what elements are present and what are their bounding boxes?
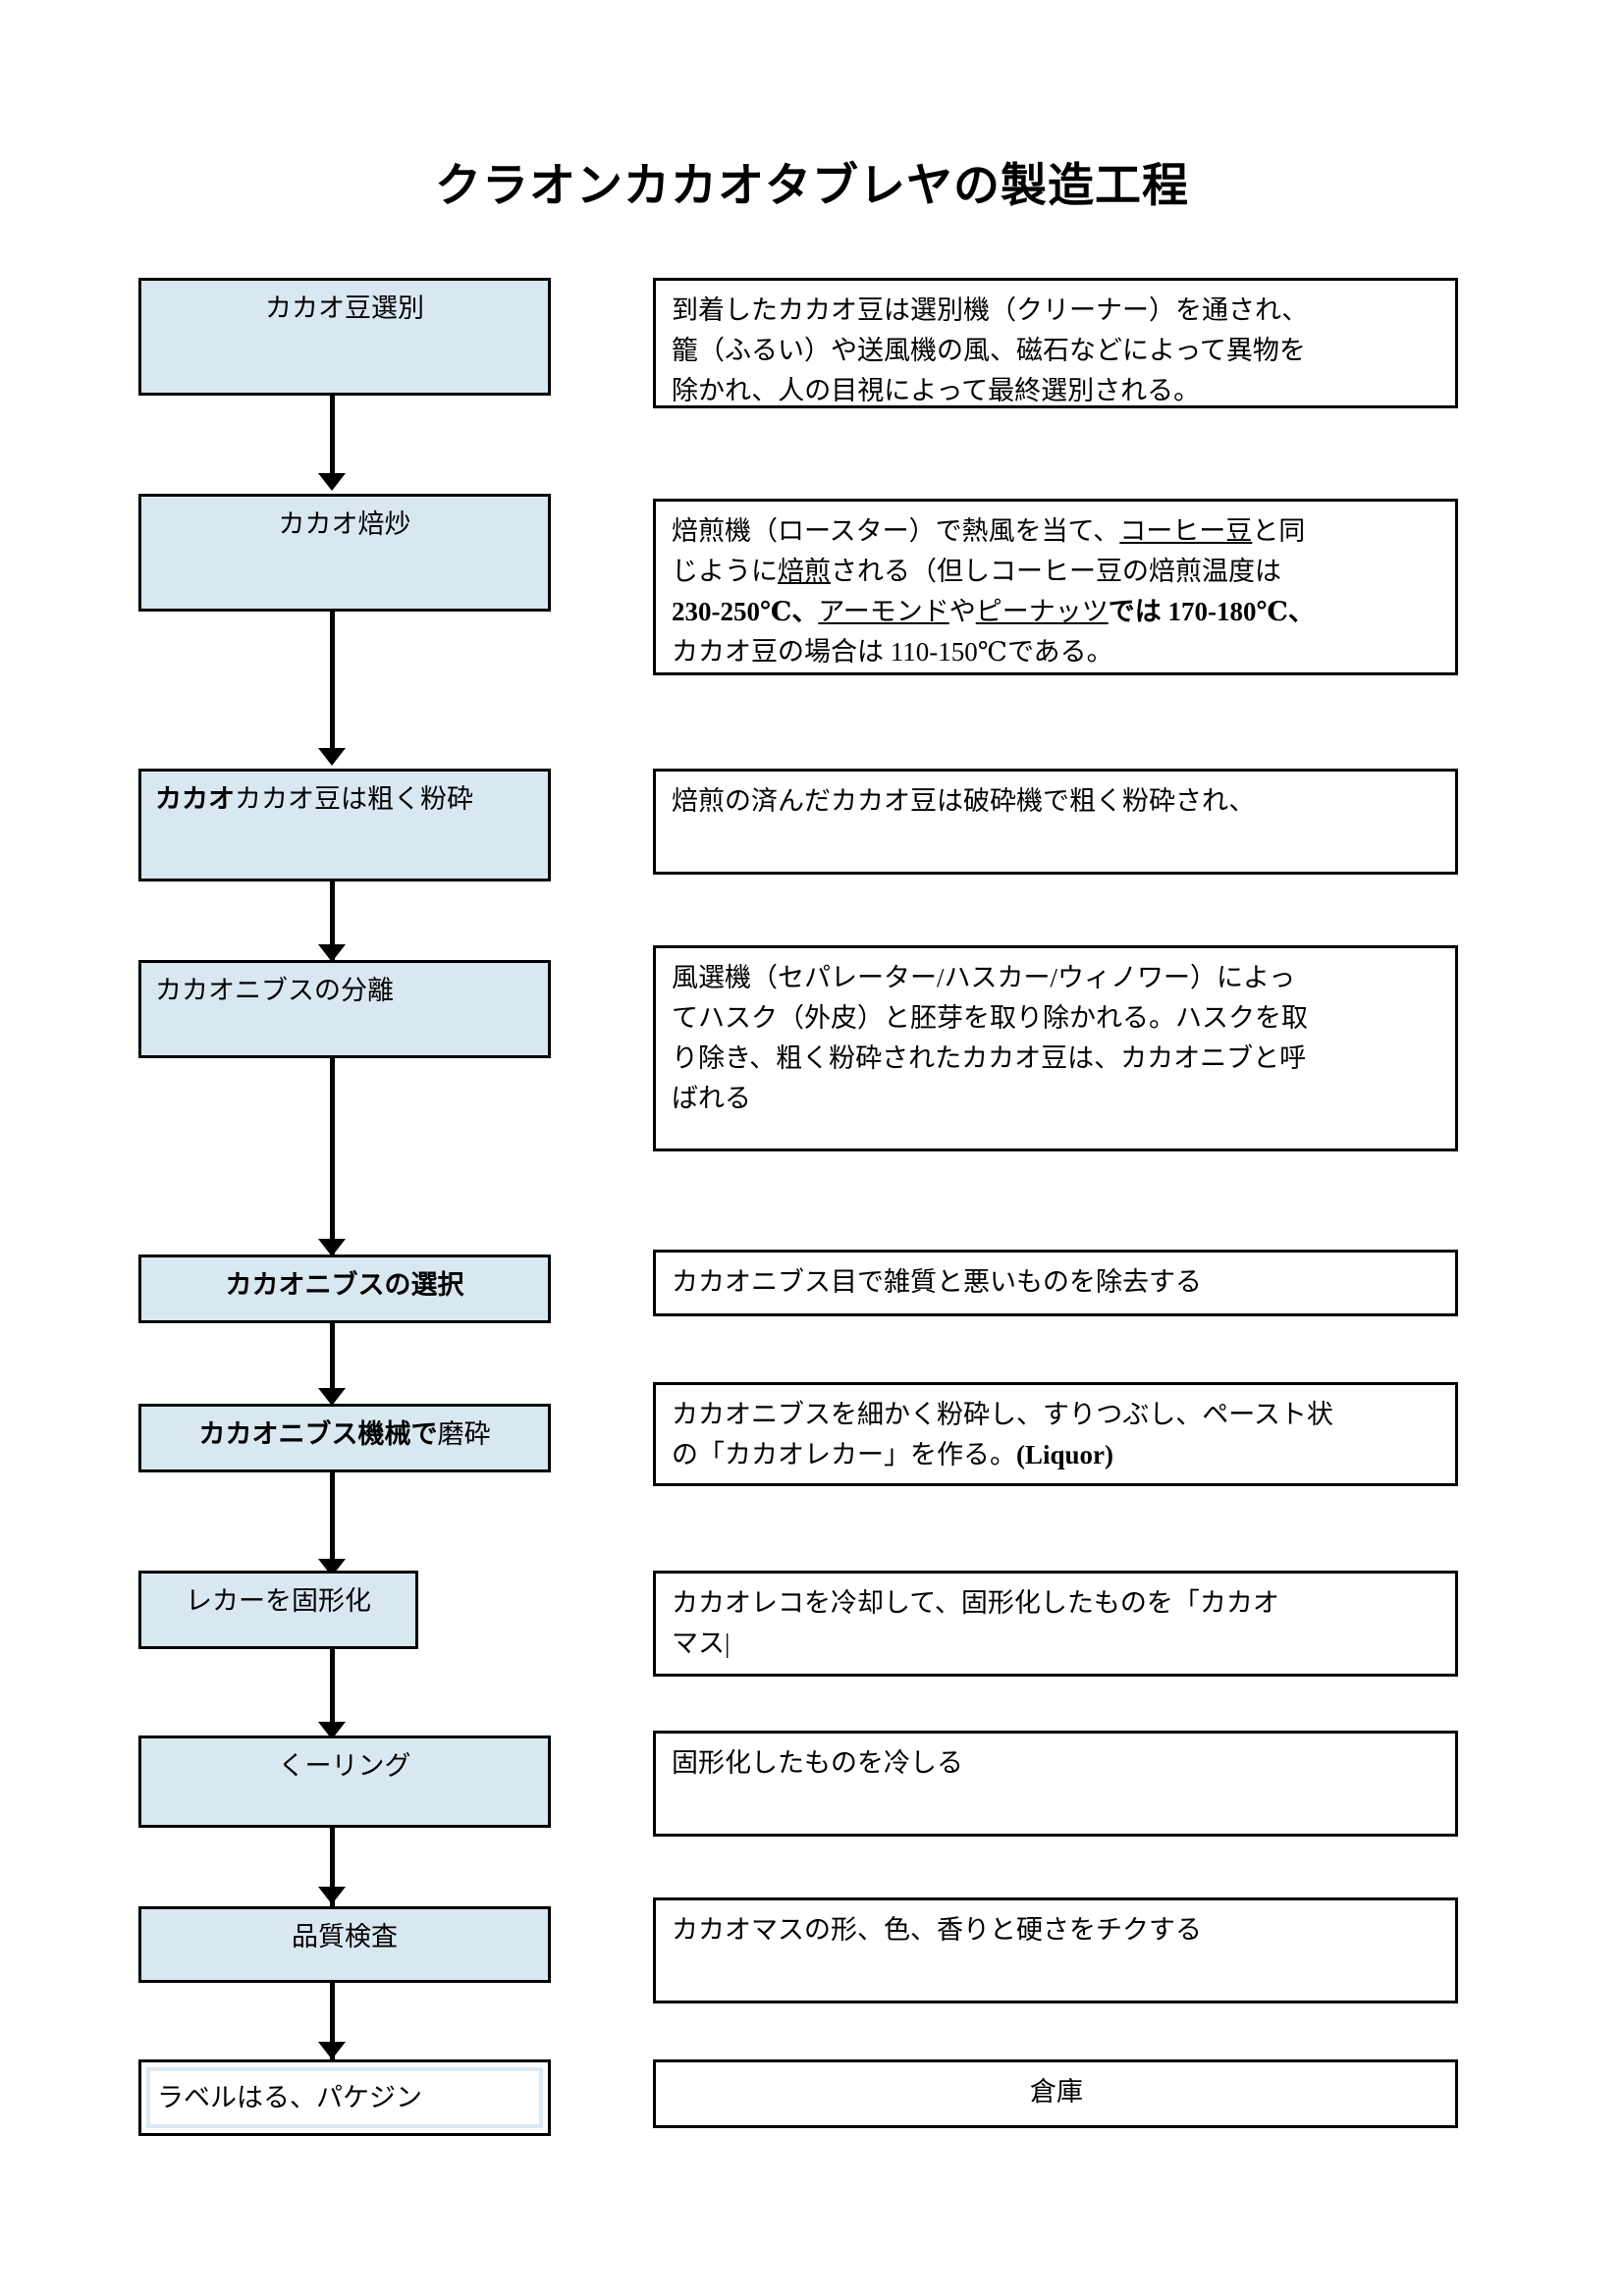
description-line: てハスク（外皮）と胚芽を取り除かれる。ハスクを取 — [672, 1003, 1308, 1034]
description-line: カカオ豆の場合は 110-150℃である。 — [672, 637, 1113, 667]
description-box-cooling: 固形化したものを冷しる — [653, 1731, 1458, 1837]
connector-9 — [330, 1983, 335, 2059]
process-box-coarse-crushing[interactable]: カカオカカオ豆は粗く粉砕 — [138, 769, 551, 881]
inner-border-ring — [146, 2067, 543, 2128]
process-label: 品質検査 — [292, 1922, 398, 1951]
description-line: 風選機（セパレーター/ハスカー/ウィノワー）によっ — [672, 963, 1296, 992]
description-box-roasting: 焙煎機（ロースター）で熱風を当て、コーヒー豆と同 じように焙煎される（但しコーヒ… — [653, 499, 1458, 675]
temperature-run-coffee: 230-250℃、 — [672, 597, 819, 627]
description-box-cacao-bean-selection: 到着したカカオ豆は選別機（クリーナー）を通され、 籠（ふるい）や送風機の風、磁石… — [653, 278, 1458, 408]
description-box-coarse-crushing: 焙煎の済んだカカオ豆は破砕機で粗く粉砕され、 — [653, 769, 1458, 875]
arrowhead-3 — [318, 944, 346, 962]
process-label: くーリング — [278, 1751, 411, 1781]
arrowhead-5 — [318, 1388, 346, 1406]
process-label: カカオ豆選別 — [265, 294, 424, 323]
description-line: ばれる — [672, 1084, 751, 1114]
arrowhead-1 — [318, 473, 346, 491]
description-line: カカオニブスを細かく粉砕し、すりつぶし、ペースト状 — [672, 1400, 1333, 1429]
process-label: カカオカカオ豆は粗く粉砕 — [155, 781, 534, 817]
underlined-run-coffee-bean: コーヒー豆 — [1119, 516, 1253, 546]
text-run: や — [948, 597, 976, 627]
process-label: カカオニブスの分離 — [155, 976, 394, 1005]
description-line: 焙煎機（ロースター）で熱風を当て、コーヒー豆と同 — [672, 511, 1441, 552]
description-line: 到着したカカオ豆は選別機（クリーナー）を通され、 — [672, 295, 1309, 325]
text-run: の「カカオレカー」を作る。 — [672, 1440, 1016, 1470]
description-box-nibs-grinding: カカオニブスを細かく粉砕し、すりつぶし、ペースト状 の「カカオレカー」を作る。(… — [653, 1382, 1458, 1486]
process-label: カカオ焙炒 — [278, 509, 411, 539]
arrowhead-7 — [318, 1722, 346, 1739]
process-label-bold-run: カカオ — [155, 784, 235, 814]
connector-5 — [330, 1323, 335, 1402]
text-run: される（但しコーヒー豆の焙煎温度は — [831, 557, 1281, 587]
process-box-cacao-bean-selection[interactable]: カカオ豆選別 — [138, 278, 551, 396]
underlined-run-peanut: ピーナッツ — [975, 597, 1109, 627]
connector-3 — [330, 881, 335, 960]
text-run: じように — [672, 557, 778, 587]
description-box-liquor-solidification: カカオレコを冷却して、固形化したものを「カカオ マス| — [653, 1571, 1458, 1677]
liquor-term: (Liquor) — [1016, 1440, 1114, 1470]
description-line: じように焙煎される（但しコーヒー豆の焙煎温度は — [672, 552, 1441, 592]
process-box-nibs-separation[interactable]: カカオニブスの分離 — [138, 960, 551, 1058]
description-line: り除き、粗く粉砕されたカカオ豆は、カカオニブと呼 — [672, 1043, 1307, 1074]
description-box-warehouse: 倉庫 — [653, 2059, 1458, 2128]
text-run: と同 — [1252, 516, 1306, 546]
process-label: レカーを固形化 — [186, 1586, 371, 1616]
process-label-regular-run: カカオ豆は粗く粉砕 — [235, 784, 473, 814]
connector-7 — [330, 1649, 335, 1735]
page-title: クラオンカカオタブレヤの製造工程 — [435, 161, 1189, 212]
text-run: 焙煎機（ロースター）で熱風を当て、 — [672, 516, 1120, 546]
description-line: マス| — [672, 1629, 731, 1659]
process-box-roasting[interactable]: カカオ焙炒 — [138, 494, 551, 612]
underlined-run-almond: アーモンド — [818, 597, 949, 627]
process-box-liquor-solidification[interactable]: レカーを固形化 — [138, 1571, 418, 1649]
process-box-nibs-selection[interactable]: カカオニブスの選択 — [138, 1255, 551, 1323]
process-box-nibs-grinding[interactable]: カカオニブス機械で磨砕 — [138, 1404, 551, 1472]
process-label: ラベルはる、パケジン — [157, 2082, 422, 2112]
process-box-quality-inspection[interactable]: 品質検査 — [138, 1906, 551, 1983]
description-line: 除かれ、人の目視によって最終選別される。 — [672, 376, 1201, 406]
connector-6 — [330, 1472, 335, 1571]
process-label-regular-run: 磨砕 — [437, 1419, 491, 1449]
process-label: カカオニブスの選択 — [225, 1270, 464, 1300]
description-box-nibs-selection: カカオニブス目で雑質と悪いものを除去する — [653, 1250, 1458, 1316]
description-box-nibs-separation: 風選機（セパレーター/ハスカー/ウィノワー）によっ てハスク（外皮）と胚芽を取り… — [653, 945, 1458, 1151]
arrowhead-9 — [318, 2042, 346, 2059]
description-line: 焙煎の済んだカカオ豆は破砕機で粗く粉砕され、 — [672, 786, 1256, 816]
connector-4 — [330, 1058, 335, 1255]
description-line: 固形化したものを冷しる — [672, 1748, 963, 1778]
description-line: カカオレコを冷却して、固形化したものを「カカオ — [672, 1588, 1279, 1618]
arrowhead-4 — [318, 1239, 346, 1256]
process-box-labeling-packaging[interactable]: ラベルはる、パケジン — [138, 2059, 551, 2136]
description-line: 倉庫 — [1030, 2077, 1083, 2107]
process-label-bold-run: カカオニブス機械で — [198, 1419, 438, 1449]
description-line: 籠（ふるい）や送風機の風、磁石などによって異物を — [672, 336, 1306, 366]
description-line: の「カカオレカー」を作る。(Liquor) — [672, 1435, 1441, 1475]
description-box-quality-inspection: カカオマスの形、色、香りと硬さをチクする — [653, 1897, 1458, 2003]
connector-2 — [330, 612, 335, 759]
connector-1 — [330, 396, 335, 484]
description-line: カカオニブス目で雑質と悪いものを除去する — [672, 1267, 1202, 1297]
description-line: カカオマスの形、色、香りと硬さをチクする — [672, 1915, 1202, 1945]
arrowhead-8 — [318, 1887, 346, 1904]
process-label: カカオニブス機械で磨砕 — [155, 1416, 534, 1452]
temperature-run-nuts: では 170-180℃、 — [1108, 597, 1315, 627]
connector-8 — [330, 1828, 335, 1906]
process-box-cooling[interactable]: くーリング — [138, 1735, 551, 1828]
description-line: 230-250℃、アーモンドやピーナッツでは 170-180℃、 — [672, 592, 1441, 632]
arrowhead-2 — [318, 748, 346, 766]
underlined-run-roasting: 焙煎 — [778, 557, 831, 587]
